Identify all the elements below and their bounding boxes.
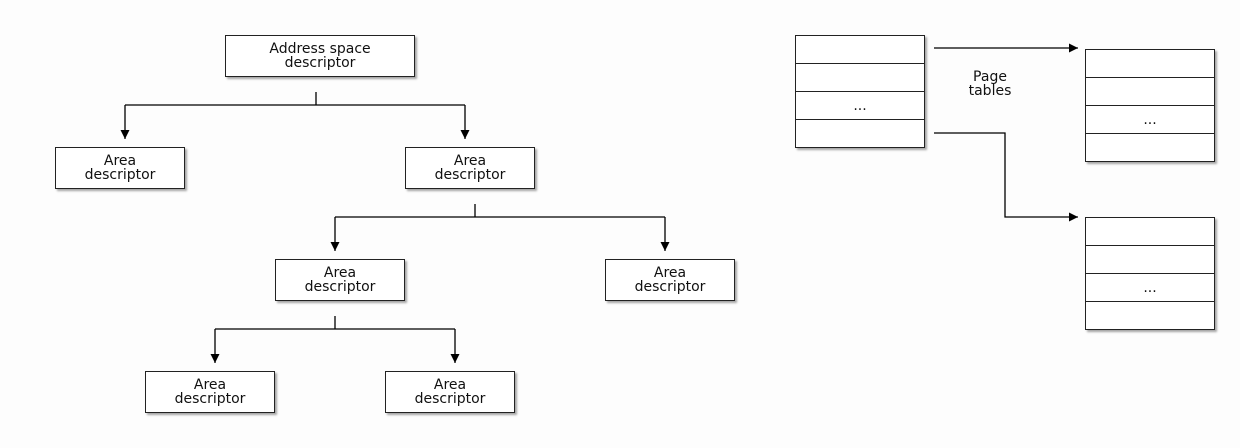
page-directory-table: ...	[795, 35, 925, 148]
tree-connector	[215, 316, 455, 330]
table-cell-ellipsis: ...	[1086, 274, 1214, 302]
table-cell-ellipsis: ...	[1086, 106, 1214, 134]
node-label-line1: Area	[453, 153, 487, 169]
page-tables-label-line2: tables	[968, 83, 1012, 99]
node-label-line2: descriptor	[304, 279, 376, 295]
area-descriptor-node: Area descriptor	[605, 259, 735, 301]
table-cell	[1086, 218, 1214, 246]
page-tables-label-line1: Page	[973, 69, 1007, 85]
table-cell	[1086, 302, 1214, 330]
node-label-line2: descriptor	[434, 167, 506, 183]
table-cell	[1086, 78, 1214, 106]
table-cell	[1086, 246, 1214, 274]
node-label-line1: Area	[103, 153, 137, 169]
area-descriptor-node: Area descriptor	[385, 371, 515, 413]
address-space-descriptor-node: Address space descriptor	[225, 35, 415, 77]
node-label-line2: descriptor	[414, 391, 486, 407]
table-cell	[1086, 134, 1214, 162]
table-cell	[796, 64, 924, 92]
page-tables-label: Page tables	[950, 70, 1030, 98]
node-label-line2: descriptor	[84, 167, 156, 183]
area-descriptor-node: Area descriptor	[405, 147, 535, 189]
node-label-line2: descriptor	[284, 55, 356, 71]
node-label-line1: Area	[193, 377, 227, 393]
node-label-line2: descriptor	[174, 391, 246, 407]
page-table: ...	[1085, 217, 1215, 330]
pointer-arrow-bottom	[934, 132, 1078, 222]
table-cell	[796, 36, 924, 64]
node-label-line1: Address space	[269, 41, 371, 57]
node-label-line2: descriptor	[634, 279, 706, 295]
area-descriptor-node: Area descriptor	[145, 371, 275, 413]
page-table: ...	[1085, 49, 1215, 162]
table-cell	[796, 120, 924, 148]
area-descriptor-node: Area descriptor	[275, 259, 405, 301]
node-label-line1: Area	[323, 265, 357, 281]
node-label-line1: Area	[653, 265, 687, 281]
tree-connector	[125, 92, 465, 106]
node-label-line1: Area	[433, 377, 467, 393]
tree-connector	[335, 204, 665, 218]
table-cell	[1086, 50, 1214, 78]
area-descriptor-node: Area descriptor	[55, 147, 185, 189]
table-cell-ellipsis: ...	[796, 92, 924, 120]
